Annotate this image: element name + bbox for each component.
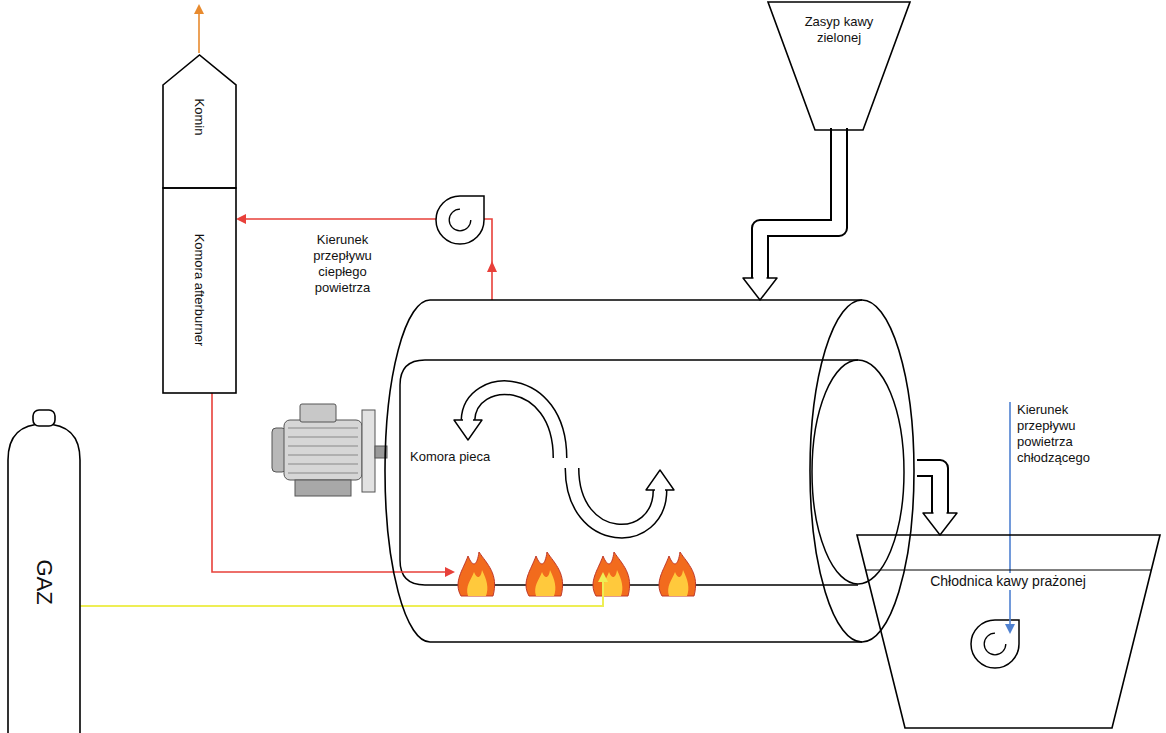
roaster-outline [385,300,862,642]
roaster-end [810,300,914,642]
flame [593,552,630,596]
node-outline [857,535,1160,730]
roaster-drum: Komora pieca [385,300,917,642]
flame-core [668,570,688,596]
motor-rib [288,428,358,429]
arrow-body [917,468,940,513]
cooling-air-arrow [1009,402,1011,624]
motor-rib [288,437,358,438]
cooler-fan [971,620,1019,668]
exhaust-fan [436,196,484,244]
node-text: Komin [191,99,207,136]
inner-drum-end [812,360,904,584]
motor-rib [288,455,358,456]
node-text: Komora pieca [410,449,490,465]
motor-flange [362,410,375,492]
rotation-arrow [468,388,560,458]
node-text: Komora afterburner [191,234,207,347]
gas-line-head [598,572,608,582]
flow-label: Kierunek przepływu ciepłego powietrza [295,232,390,296]
arrow-outline [917,468,940,513]
arrow-head [236,214,246,224]
gas-cylinder: GAZ [8,410,80,733]
motor-rib [288,473,358,474]
arrow-joint [934,512,947,515]
node-text: Zasyp kawy zielonej [793,14,885,46]
rotation-arrow-body [572,468,660,531]
flow-arrow [917,468,957,535]
node-text: GAZ [31,559,58,604]
node-outline [385,300,917,642]
rotation-arrow-head [454,420,482,440]
flame-core [602,570,622,596]
flame-core [467,570,487,596]
cooling-air-arrow-head [1005,624,1015,634]
flame [458,552,495,596]
flow-label: Kierunek przepływu powietrza chłodzącego [1017,402,1112,466]
flame [659,552,696,596]
inner-drum [400,360,858,585]
cylinder-outline [8,424,80,733]
hopper-funnel: Zasyp kawy zielonej [768,2,910,130]
cooler-rim [866,570,1151,571]
exhaust-arrow [198,14,200,53]
node-text: Chłodnica kawy prażonej [927,573,1089,590]
cylinder-valve [33,410,55,426]
arrow-head [923,513,957,535]
rotation-arrow [572,468,660,531]
exhaust-arrow-head [194,4,204,14]
rotation-arrow-body [468,388,560,458]
return-line [212,393,445,572]
chimney-outline [163,55,236,188]
flow-arrow [743,128,839,300]
rotation-arrow-joint [463,419,473,422]
motor-rib [288,464,358,465]
hopper-outline [768,2,910,130]
flame [526,552,563,596]
gas-line [80,582,603,606]
cooler-fan-wheel [984,633,1006,655]
return-line-head [445,567,455,577]
motor-terminal-box [300,404,336,422]
rotation-arrow-head [646,470,674,490]
arrow-joint [754,277,767,280]
motor-body [284,420,362,480]
exhaust-fan-wheel [449,209,471,231]
arrow-outline [760,128,839,278]
chamber-outline [163,188,236,393]
chimney-box: Komin [163,55,236,188]
arrow-body [760,128,839,278]
fan-inlet-head [487,261,497,272]
arrow-head [743,278,777,300]
rotation-arrow-joint [655,489,665,492]
flame-core [535,570,555,596]
cooler-tray: Chłodnica kawy prażonej [857,535,1160,730]
cooler-outline [857,535,1160,728]
motor-feet [295,480,351,496]
afterburner-box: Komora afterburner [163,188,236,393]
motor-rib [288,446,358,447]
